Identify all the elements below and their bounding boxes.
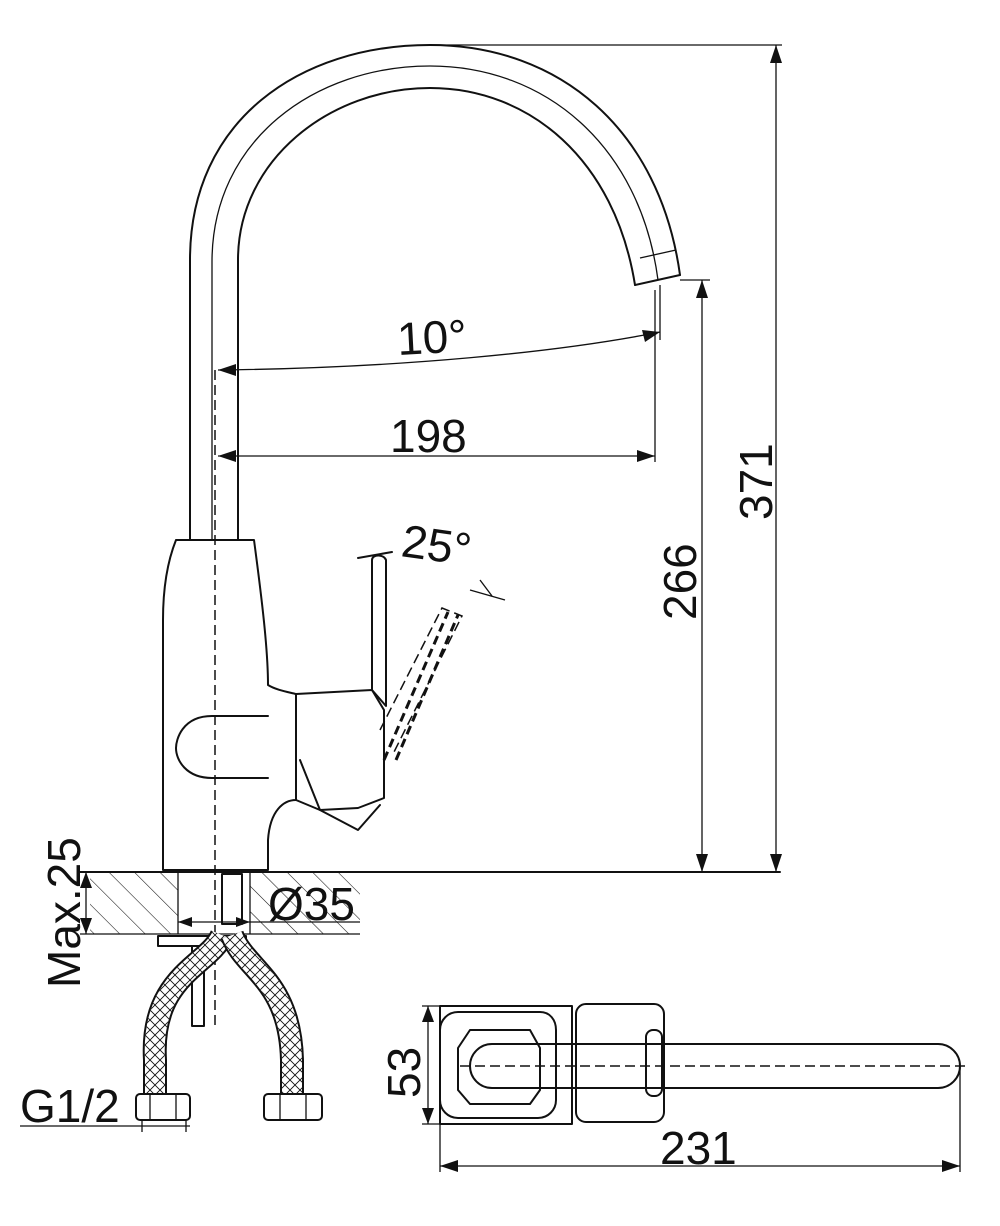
top-view-base xyxy=(439,1005,573,1125)
spout-outer-edge xyxy=(189,44,681,541)
dimension-labels: 10° 198 25° 266 371 Max.25 Ø35 G1/2 53 2… xyxy=(20,309,782,1174)
flexible-hoses xyxy=(135,929,323,1121)
label-hole-diameter: Ø35 xyxy=(268,878,355,930)
label-spout-height: 266 xyxy=(654,543,706,620)
hose-nut-right xyxy=(263,1093,323,1121)
shank xyxy=(221,873,243,925)
spout-tip xyxy=(634,274,681,286)
spout-inner-edge xyxy=(237,87,636,541)
faucet-top-view xyxy=(439,1003,965,1125)
countertop-section xyxy=(79,871,781,1027)
label-lever-angle: 25° xyxy=(399,514,475,575)
label-total-height: 371 xyxy=(730,443,782,520)
faucet-side-view xyxy=(162,44,681,1030)
lever-handle xyxy=(371,554,387,707)
spout-tip-detail xyxy=(639,249,677,259)
top-view-handle xyxy=(439,1011,557,1119)
lever-tilted xyxy=(382,611,460,761)
body-arch xyxy=(175,715,269,779)
faucet-body xyxy=(162,539,297,871)
lever-tilted-outline xyxy=(379,607,464,753)
cartridge-housing xyxy=(295,689,385,811)
label-reach: 198 xyxy=(390,410,467,462)
countertop-hatch-left xyxy=(90,872,178,934)
label-total-length: 231 xyxy=(660,1122,737,1174)
countertop-hatch-right xyxy=(250,872,360,934)
dim-swivel-arc xyxy=(217,331,661,371)
dimension-lines xyxy=(20,44,961,1172)
lever-top xyxy=(357,551,393,559)
label-thread: G1/2 xyxy=(20,1080,120,1132)
cartridge-bottom xyxy=(299,759,381,831)
label-angle-swivel: 10° xyxy=(396,309,468,365)
label-max-thickness: Max.25 xyxy=(38,837,90,988)
spout-centerline xyxy=(211,65,659,540)
hose-nut-left xyxy=(135,1093,191,1121)
top-view-body xyxy=(575,1003,665,1123)
label-body-width: 53 xyxy=(378,1047,430,1098)
